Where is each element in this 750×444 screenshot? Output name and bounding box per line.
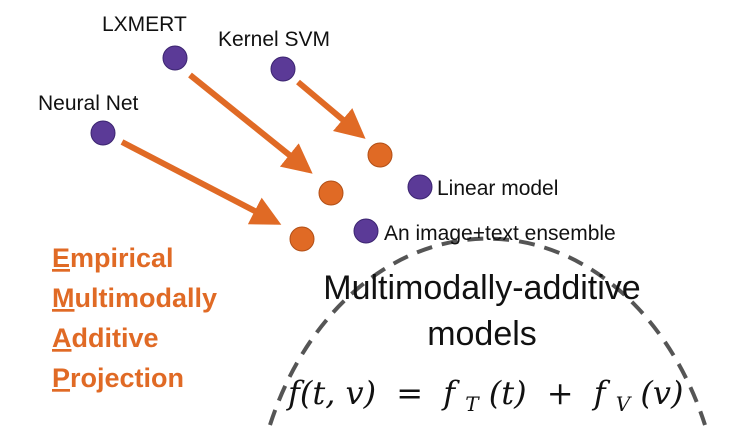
formula-ft-sub: T: [465, 392, 480, 416]
region-title-line2: models: [427, 315, 537, 353]
formula-ft-f: f: [441, 374, 460, 412]
projected-point-kernel-svm: [367, 142, 393, 168]
acronym-rest-2: ultimodally: [75, 283, 218, 313]
projection-arrow-kernel-svm: [296, 79, 366, 139]
formula-lhs: f(t, v): [286, 374, 376, 412]
acronym-rest-3: dditive: [72, 323, 159, 353]
label-image-text-ensemble: An image+text ensemble: [384, 222, 616, 245]
formula: f(t, v) = f T (t) + f V (v): [286, 374, 683, 419]
label-lxmert: LXMERT: [102, 13, 187, 36]
label-kernel-svm: Kernel SVM: [218, 28, 330, 51]
projection-arrow-lxmert: [188, 72, 313, 174]
acronym-rest-1: mpirical: [70, 243, 174, 273]
model-point-linear-model: [407, 174, 433, 200]
acronym-initial-e: E: [52, 243, 70, 273]
acronym-line-3: Additive: [52, 323, 159, 353]
projected-point-lxmert: [318, 180, 344, 206]
model-point-image-text-ensemble: [353, 218, 379, 244]
formula-fv-arg: (v): [640, 374, 683, 412]
label-linear-model: Linear model: [437, 177, 558, 200]
formula-fv-f: f: [592, 374, 611, 412]
formula-ft-arg: (t): [489, 374, 527, 412]
model-point-lxmert: [162, 45, 188, 71]
formula-plus: +: [547, 374, 574, 412]
formula-fv-sub: V: [616, 392, 633, 416]
acronym-initial-m: M: [52, 283, 75, 313]
model-point-kernel-svm: [270, 56, 296, 82]
formula-equals: =: [396, 374, 423, 412]
label-neural-net: Neural Net: [38, 92, 139, 115]
acronym-rest-4: rojection: [70, 363, 184, 393]
projection-arrow-neural-net: [120, 139, 282, 225]
projected-point-neural-net: [289, 226, 315, 252]
acronym-line-4: Projection: [52, 363, 184, 393]
region-title-line1: Multimodally-additive: [323, 269, 640, 307]
acronym-line-1: Empirical: [52, 243, 174, 273]
model-point-neural-net: [90, 120, 116, 146]
acronym-initial-p: P: [52, 363, 70, 393]
acronym-initial-a: A: [52, 323, 72, 353]
acronym-line-2: Multimodally: [52, 283, 217, 313]
